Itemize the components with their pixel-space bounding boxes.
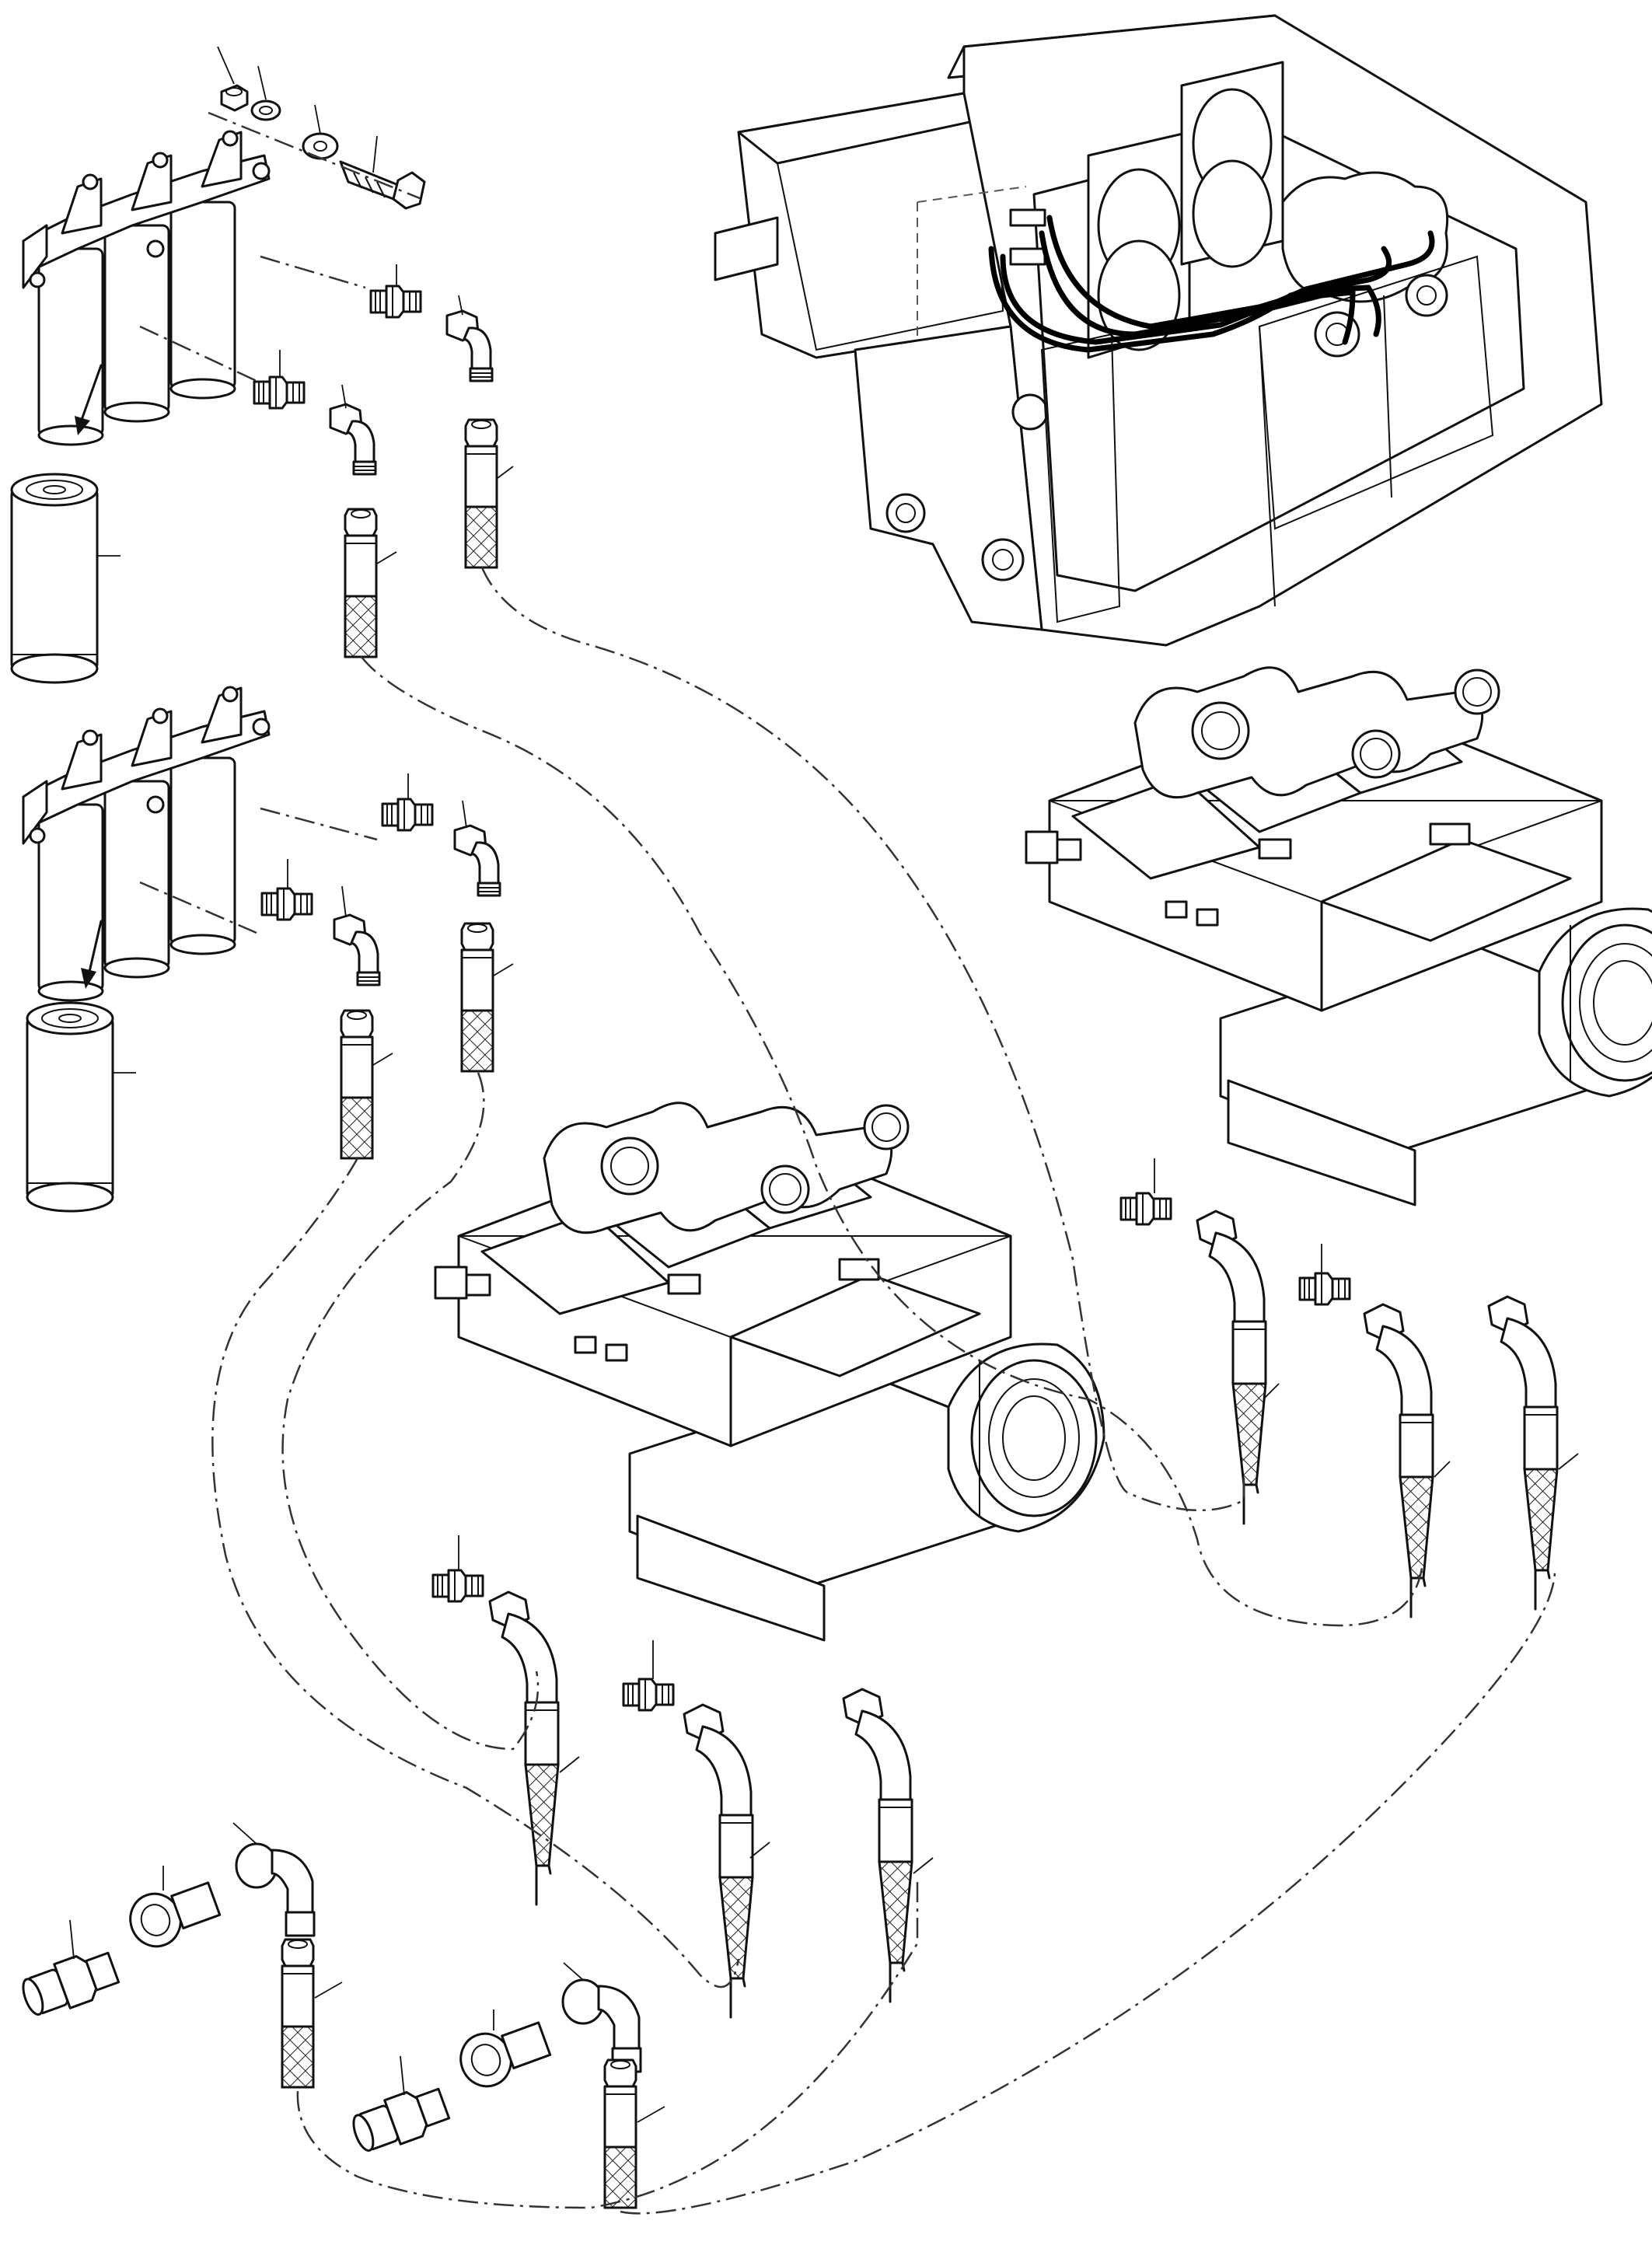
filter-head-upper [22,130,271,446]
hose-set-center [431,1535,934,2019]
fitting-group-lower-left-b [352,1962,665,2209]
arrow-lower [81,920,103,989]
engine-right [1025,666,1652,1206]
machine-frame [714,14,1603,647]
fitting-lower-b [260,859,393,1160]
filter-cartridge-lower [26,1001,136,1213]
routing-lines [211,567,1556,2215]
wiring-harness [988,208,1435,353]
fitting-upper-b [253,350,397,658]
bolt-kit [208,46,426,210]
filter-cartridge-upper [10,473,120,684]
fitting-group-lower-left-a [22,1822,343,2089]
arrow-upper [75,364,103,435]
fitting-lower-a [381,773,514,1073]
filter-head-lower [22,686,271,1002]
hose-set-right [1119,1158,1579,1618]
fitting-upper-a [369,264,514,569]
